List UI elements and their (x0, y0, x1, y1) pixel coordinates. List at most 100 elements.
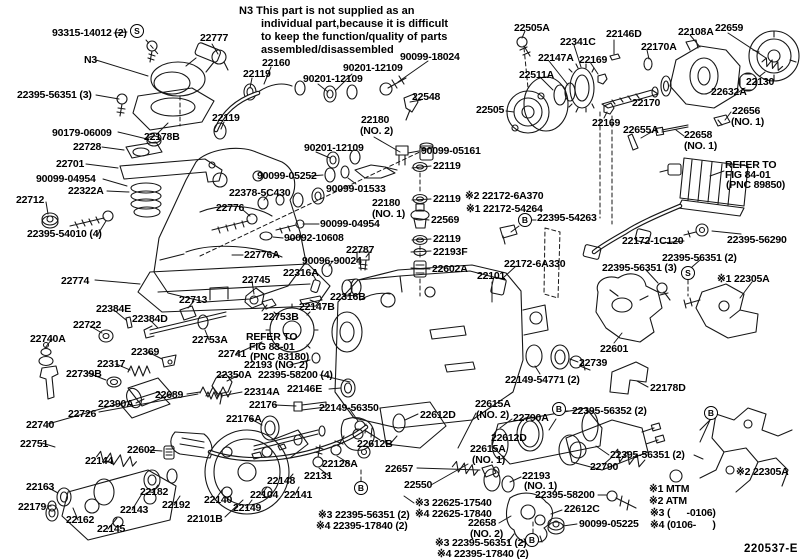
label-22101: 22101 (477, 270, 506, 282)
label-90099-01533: 90099-01533 (326, 183, 386, 195)
label-22395-56351-2-b: 22395-56351 (2) (610, 449, 685, 461)
circled-b-marker: B (518, 213, 532, 227)
label-22395-58200-4: 22395-58200 (4) (258, 369, 333, 381)
label-90096-90024: 90096-90024 (302, 255, 362, 267)
label-refer-84-line2: FIG 84-01 (725, 169, 771, 181)
label-90099-04954-a: 90099-04954 (36, 173, 96, 185)
label-22753B: 22753B (263, 311, 299, 323)
label-90201-12109-b: 90201-12109 (303, 73, 363, 85)
label-22658-no1: 22658 (684, 129, 713, 141)
label-22314A: 22314A (244, 386, 280, 398)
label-22395-56351-ref3-a: ※3 22395-56351 (2) (318, 509, 410, 521)
label-90099-05252: 90099-05252 (257, 170, 317, 182)
label-22395-17840-ref4-a: ※4 22395-17840 (2) (316, 520, 408, 532)
label-22655A: 22655A (623, 124, 659, 136)
label-22739B: 22739B (66, 368, 102, 380)
label-22170: 22170 (632, 97, 661, 109)
label-22130: 22130 (746, 76, 775, 88)
label-22740: 22740 (26, 419, 55, 431)
drive-shaft-explosion (506, 30, 800, 151)
label-22625-17840: ※4 22625-17840 (415, 508, 492, 520)
label-22776: 22776 (216, 202, 245, 214)
label-pnc-83180: (PNC 83180) (250, 351, 310, 363)
label-22612D-b: 22612D (491, 432, 527, 444)
label-22511A: 22511A (519, 69, 555, 81)
label-22317: 22317 (97, 358, 126, 370)
label-22193-no2: 22193 (NO. 2) (244, 359, 308, 371)
label-90179-06009: 90179-06009 (52, 127, 112, 139)
label-n3: N3 (84, 54, 98, 66)
label-22119-c: 22119 (433, 160, 461, 172)
label-22612D-a: 22612D (420, 409, 456, 421)
label-22787: 22787 (346, 244, 375, 256)
label-22395-56351-ref3-b: ※3 22395-56351 (2) (435, 537, 527, 549)
label-22322A: 22322A (68, 185, 104, 197)
label-22395-56351-2-a: 22395-56351 (2) (662, 252, 737, 264)
label-22751: 22751 (20, 438, 49, 450)
note-n3-line2: individual part,because it is difficult (261, 18, 449, 30)
label-22119-b: 22119 (212, 112, 240, 124)
label-22658-no2: 22658 (468, 517, 497, 529)
label-22395-56352: 22395-56352 (2) (572, 405, 647, 417)
distributor-head-group (45, 377, 375, 541)
circled-b-marker: B (354, 481, 368, 495)
label-22149-56350: 22149-56350 (319, 402, 379, 414)
figure-code: 220537-E (744, 543, 798, 555)
label-22193-no1: 22193 (522, 470, 551, 482)
label-22395-54263: 22395-54263 (537, 212, 597, 224)
label-22108A: 22108A (678, 26, 714, 38)
label-22657: 22657 (385, 463, 414, 475)
label-22147A: 22147A (538, 52, 574, 64)
label-22395-56290: 22395-56290 (727, 234, 787, 246)
label-22728: 22728 (73, 141, 102, 153)
governor-housing (41, 147, 331, 313)
label-refer-83-line1: REFER TO (246, 331, 298, 343)
label-22146D: 22146D (606, 28, 642, 40)
label-22569: 22569 (431, 214, 460, 226)
fuel-line-parts (213, 75, 434, 208)
label-22739: 22739 (579, 357, 608, 369)
mount-brackets (525, 273, 793, 493)
label-22172-54264: ※1 22172-54264 (466, 203, 543, 215)
label-22774: 22774 (61, 275, 90, 287)
label-22162: 22162 (66, 514, 95, 526)
label-refer-84-line1: REFER TO (725, 159, 777, 171)
label-22193F: 22193F (433, 246, 468, 258)
label-22160: 22160 (262, 57, 291, 69)
label-22119-d: 22119 (433, 193, 461, 205)
label-22144: 22144 (85, 455, 114, 467)
label-22178D: 22178D (650, 382, 686, 394)
label-22612C: 22612C (564, 503, 600, 515)
label-22701: 22701 (56, 158, 85, 170)
label-22176: 22176 (249, 399, 278, 411)
label-22128A: 22128A (322, 458, 358, 470)
label-22658-no1-sub: (NO. 1) (684, 140, 718, 152)
label-22104: 22104 (250, 489, 279, 501)
note-n3-line1: N3 This part is not supplied as an (239, 5, 415, 17)
label-22615A-no1-sub: (NO. 1) (472, 454, 506, 466)
label-22172-6A370: ※2 22172-6A370 (465, 190, 544, 202)
label-22602: 22602 (127, 444, 156, 456)
legend-range1: ※3 ( -0106) (650, 507, 716, 519)
label-22172-1C120: 22172-1C120 (622, 235, 684, 247)
label-22384E: 22384E (96, 303, 132, 315)
label-22316B: 22316B (330, 291, 366, 303)
label-22790A: 22790A (513, 412, 549, 424)
label-22176A: 22176A (226, 413, 262, 425)
label-22148: 22148 (267, 475, 296, 487)
label-22615A-no2-sub: (NO. 2) (476, 409, 510, 421)
label-22689: 22689 (155, 389, 184, 401)
label-90099-05225: 90099-05225 (579, 518, 639, 530)
label-22316A: 22316A (283, 267, 319, 279)
label-22601: 22601 (600, 343, 629, 355)
label-90201-12109-a: 90201-12109 (343, 62, 403, 74)
label-22722: 22722 (73, 319, 102, 331)
label-22659: 22659 (715, 22, 744, 34)
label-refer-84-line3: (PNC 89850) (726, 179, 786, 191)
label-22169-b: 22169 (592, 117, 621, 129)
circled-s-marker: S (681, 266, 695, 280)
circled-b-marker: B (525, 533, 539, 547)
label-22180-no1-sub: (NO. 1) (372, 208, 406, 220)
label-22131: 22131 (304, 470, 333, 482)
label-22119-a: 22119 (243, 68, 271, 80)
